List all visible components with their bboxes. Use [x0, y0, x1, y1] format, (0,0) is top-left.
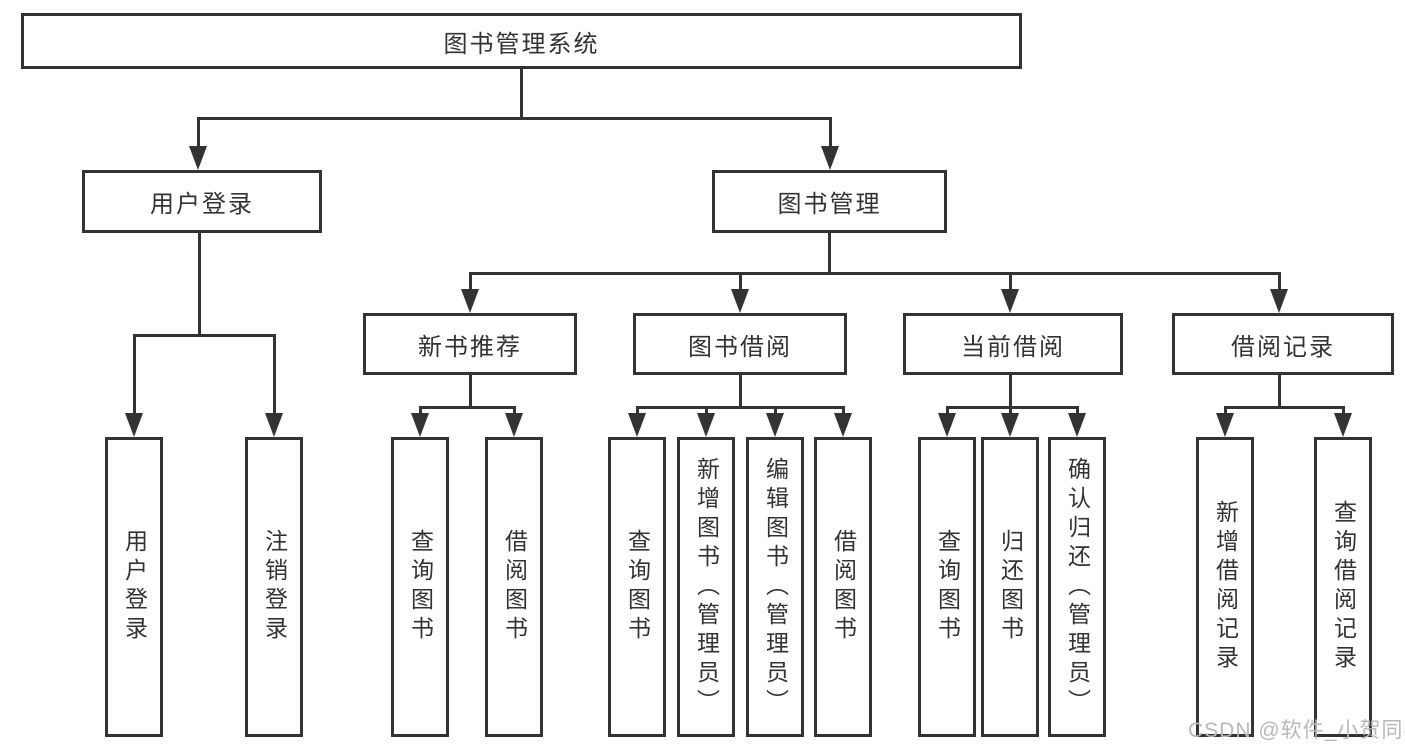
- leaf-query-books-borrow: 查询图书: [608, 437, 666, 737]
- connector-line: [513, 406, 516, 415]
- connector-line: [1009, 406, 1012, 415]
- arrowhead-icon: [125, 413, 143, 437]
- arrowhead-icon: [1001, 289, 1019, 313]
- connector-line: [842, 406, 845, 415]
- arrowhead-icon: [821, 146, 839, 170]
- arrowhead-icon: [505, 413, 523, 437]
- leaf-user-login: 用户登录: [105, 437, 163, 737]
- connector-line: [469, 272, 472, 291]
- node-book-borrow: 图书借阅: [633, 313, 847, 375]
- connector-line: [829, 117, 832, 148]
- leaf-return-books: 归还图书: [981, 437, 1039, 737]
- arrowhead-icon: [1334, 413, 1352, 437]
- connector-line: [946, 406, 949, 415]
- node-current-borrow: 当前借阅: [903, 313, 1123, 375]
- connector-line: [469, 272, 1281, 275]
- arrowhead-icon: [938, 413, 956, 437]
- leaf-query-borrow-record: 查询借阅记录: [1314, 437, 1372, 737]
- arrowhead-icon: [411, 413, 429, 437]
- leaf-query-books-rec: 查询图书: [391, 437, 449, 737]
- leaf-borrow-books: 借阅图书: [814, 437, 872, 737]
- connector-line: [1224, 406, 1345, 409]
- connector-line: [419, 406, 422, 415]
- connector-line: [739, 373, 742, 408]
- connector-line: [739, 272, 742, 291]
- connector-line: [1009, 272, 1012, 291]
- node-book-management: 图书管理: [712, 170, 947, 233]
- connector-line: [1278, 373, 1281, 408]
- leaf-add-borrow-record: 新增借阅记录: [1196, 437, 1254, 737]
- connector-line: [636, 406, 845, 409]
- connector-line: [636, 406, 639, 415]
- connector-line: [133, 334, 276, 337]
- csdn-watermark: CSDN @软件_小贺同学: [1188, 719, 1405, 742]
- arrowhead-icon: [1270, 289, 1288, 313]
- connector-line: [828, 231, 831, 273]
- connector-line: [1278, 272, 1281, 291]
- leaf-query-books-current: 查询图书: [918, 437, 976, 737]
- connector-line: [1076, 406, 1079, 415]
- arrowhead-icon: [1068, 413, 1086, 437]
- arrowhead-icon: [189, 146, 207, 170]
- arrowhead-icon: [628, 413, 646, 437]
- connector-line: [469, 373, 472, 408]
- node-new-book-recommend: 新书推荐: [363, 313, 577, 375]
- connector-line: [1342, 406, 1345, 415]
- arrowhead-icon: [731, 289, 749, 313]
- leaf-add-books-admin: 新增图书（管理员）: [677, 437, 735, 737]
- connector-line: [774, 406, 777, 415]
- arrowhead-icon: [1001, 413, 1019, 437]
- arrowhead-icon: [461, 289, 479, 313]
- connector-line: [1009, 373, 1012, 408]
- connector-line: [419, 406, 516, 409]
- arrowhead-icon: [265, 413, 283, 437]
- connector-line: [197, 117, 200, 148]
- node-user-login: 用户登录: [82, 170, 322, 233]
- connector-line: [520, 67, 523, 119]
- connector-line: [273, 334, 276, 415]
- node-borrow-records: 借阅记录: [1172, 313, 1394, 375]
- connector-line: [198, 231, 201, 335]
- connector-line: [946, 406, 1079, 409]
- leaf-edit-books-admin: 编辑图书（管理员）: [746, 437, 804, 737]
- arrowhead-icon: [834, 413, 852, 437]
- leaf-borrow-books-rec: 借阅图书: [485, 437, 543, 737]
- arrowhead-icon: [697, 413, 715, 437]
- connector-line: [1224, 406, 1227, 415]
- arrowhead-icon: [766, 413, 784, 437]
- connector-line: [197, 117, 832, 120]
- leaf-logout: 注销登录: [245, 437, 303, 737]
- arrowhead-icon: [1216, 413, 1234, 437]
- connector-line: [133, 334, 136, 415]
- connector-line: [705, 406, 708, 415]
- leaf-confirm-return-admin: 确认归还（管理员）: [1048, 437, 1106, 737]
- node-root-library-system: 图书管理系统: [21, 13, 1022, 69]
